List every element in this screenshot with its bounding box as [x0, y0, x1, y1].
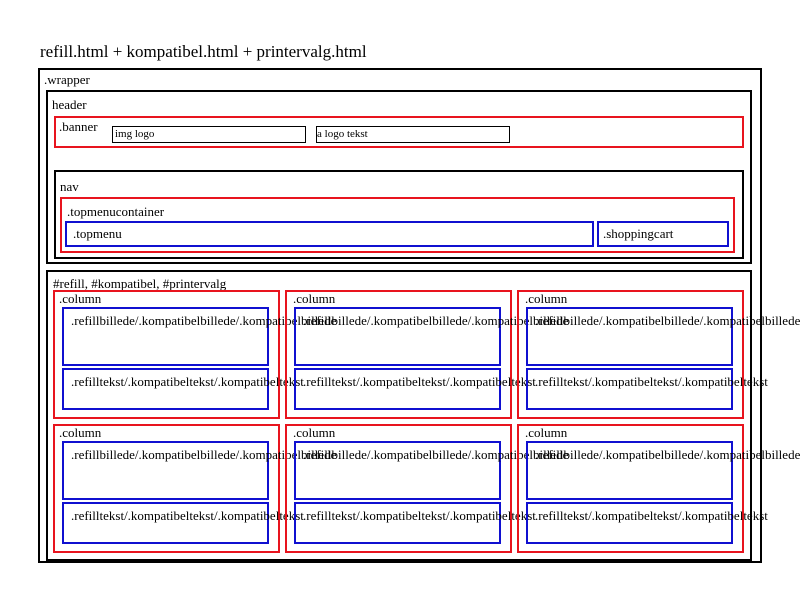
topmenucontainer-box: .topmenucontainer [60, 197, 735, 253]
billede-box: .refillbillede/.kompatibelbillede/.kompa… [62, 441, 337, 500]
tekst-box: .refilltekst/.kompatibeltekst/.kompatibe… [526, 502, 768, 544]
header-box: header [46, 90, 752, 264]
column-box: .column [285, 290, 512, 419]
column-label: .column [59, 291, 102, 306]
topmenucontainer-label: .topmenucontainer [67, 204, 165, 219]
column-label: .column [525, 291, 568, 306]
topmenu-label: .topmenu [73, 226, 122, 241]
billede-text: .refillbillede/.kompatibelbillede/.kompa… [303, 447, 569, 462]
column-box: .column [517, 424, 744, 553]
billede-text: .refillbillede/.kompatibelbillede/.kompa… [303, 313, 569, 328]
billede-box: .refillbillede/.kompatibelbillede/.kompa… [526, 307, 800, 366]
billede-text: .refillbillede/.kompatibelbillede/.kompa… [71, 447, 337, 462]
main-box: #refill, #kompatibel, #printervalg [46, 270, 752, 561]
tekst-box: .refilltekst/.kompatibeltekst/.kompatibe… [294, 502, 536, 544]
diagram-title: refill.html + kompatibel.html + printerv… [40, 42, 367, 61]
tekst-box: .refilltekst/.kompatibeltekst/.kompatibe… [62, 368, 304, 410]
main-label: #refill, #kompatibel, #printervalg [53, 276, 227, 291]
tekst-text: .refilltekst/.kompatibeltekst/.kompatibe… [303, 508, 536, 523]
a-logo-tekst-label: a logo tekst [317, 128, 368, 140]
a-logo-tekst-box: a logo tekst [316, 126, 510, 143]
shoppingcart-label: .shoppingcart [603, 226, 674, 241]
billede-text: .refillbillede/.kompatibelbillede/.kompa… [535, 313, 800, 328]
column-label: .column [525, 425, 568, 440]
column-label: .column [293, 425, 336, 440]
wrapper-box: .wrapper [38, 68, 762, 563]
img-logo-label: img logo [115, 128, 155, 140]
tekst-box: .refilltekst/.kompatibeltekst/.kompatibe… [294, 368, 536, 410]
tekst-text: .refilltekst/.kompatibeltekst/.kompatibe… [535, 374, 768, 389]
column-label: .column [293, 291, 336, 306]
billede-box: .refillbillede/.kompatibelbillede/.kompa… [62, 307, 337, 366]
column-box: .column [517, 290, 744, 419]
topmenu-box: .topmenu [65, 221, 594, 247]
billede-box: .refillbillede/.kompatibelbillede/.kompa… [294, 441, 569, 500]
column-label: .column [59, 425, 102, 440]
shoppingcart-box: .shoppingcart [597, 221, 729, 247]
billede-box: .refillbillede/.kompatibelbillede/.kompa… [294, 307, 569, 366]
tekst-text: .refilltekst/.kompatibeltekst/.kompatibe… [303, 374, 536, 389]
tekst-box: .refilltekst/.kompatibeltekst/.kompatibe… [526, 368, 768, 410]
tekst-text: .refilltekst/.kompatibeltekst/.kompatibe… [71, 508, 304, 523]
tekst-text: .refilltekst/.kompatibeltekst/.kompatibe… [535, 508, 768, 523]
img-logo-box: img logo [112, 126, 306, 143]
header-label: header [52, 97, 87, 112]
billede-text: .refillbillede/.kompatibelbillede/.kompa… [535, 447, 800, 462]
nav-box: nav [54, 170, 744, 259]
column-box: .column [53, 290, 280, 419]
column-box: .column [285, 424, 512, 553]
tekst-box: .refilltekst/.kompatibeltekst/.kompatibe… [62, 502, 304, 544]
billede-text: .refillbillede/.kompatibelbillede/.kompa… [71, 313, 337, 328]
banner-box: .banner [54, 116, 744, 148]
billede-box: .refillbillede/.kompatibelbillede/.kompa… [526, 441, 800, 500]
nav-label: nav [60, 179, 79, 194]
column-box: .column [53, 424, 280, 553]
banner-label: .banner [59, 119, 98, 134]
wrapper-label: .wrapper [44, 72, 90, 87]
tekst-text: .refilltekst/.kompatibeltekst/.kompatibe… [71, 374, 304, 389]
